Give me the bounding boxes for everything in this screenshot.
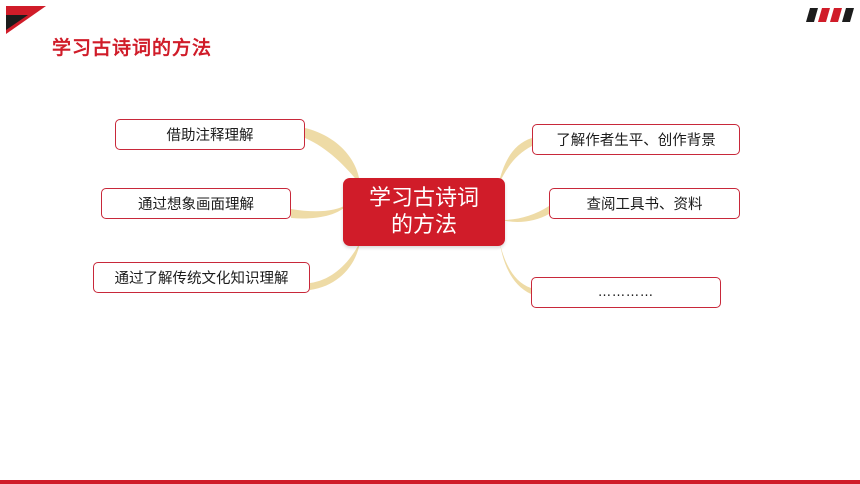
connector-left-2 <box>291 204 348 219</box>
central-topic: 学习古诗词的方法 <box>343 178 505 246</box>
corner-triangle-icon <box>6 6 46 34</box>
branch-imagination: 通过想象画面理解 <box>101 188 291 219</box>
branch-ellipsis: ………… <box>531 277 721 308</box>
branch-annotation: 借助注释理解 <box>115 119 305 150</box>
central-topic-label: 学习古诗词的方法 <box>368 186 479 238</box>
connector-right-3 <box>500 244 531 294</box>
connector-right-1 <box>498 138 532 186</box>
stripes-icon <box>806 8 854 22</box>
branch-author-background: 了解作者生平、创作背景 <box>532 124 740 155</box>
bottom-accent-bar <box>0 480 860 484</box>
connector-right-2 <box>502 206 549 222</box>
branch-traditional-culture: 通过了解传统文化知识理解 <box>93 262 310 293</box>
branch-reference-books: 查阅工具书、资料 <box>549 188 740 219</box>
connector-left-1 <box>305 128 360 184</box>
connector-left-3 <box>310 242 360 290</box>
page-title: 学习古诗词的方法 <box>52 37 213 59</box>
